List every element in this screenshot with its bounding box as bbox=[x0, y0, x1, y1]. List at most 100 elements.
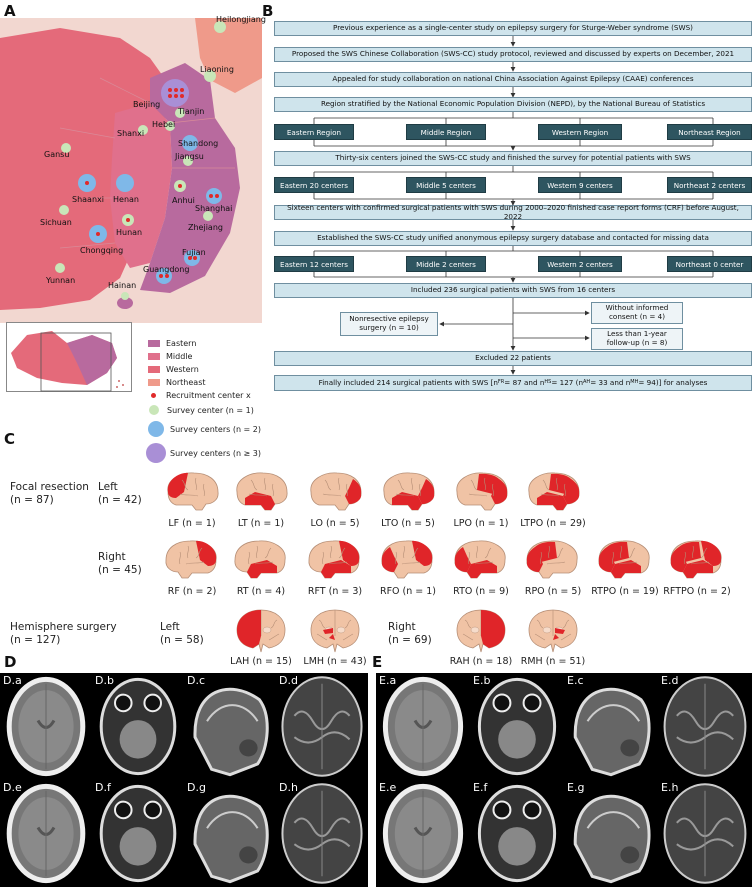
mri-image-d-h: D.h bbox=[276, 780, 368, 887]
brain-caption: LMH (n = 43) bbox=[303, 656, 367, 667]
hemi-right-label: Right(n = 69) bbox=[388, 621, 432, 647]
mri-label: D.a bbox=[3, 674, 22, 687]
city-label: Liaoning bbox=[200, 65, 234, 74]
mri-image-e-a: E.a bbox=[376, 673, 470, 780]
inset-map-graphic bbox=[11, 331, 124, 392]
flow-step-included-236: Included 236 surgical patients with SWS … bbox=[274, 283, 752, 298]
mri-image-d-f: D.f bbox=[92, 780, 184, 887]
mri-image-e-d: E.d bbox=[658, 673, 752, 780]
flow-step-sixteen: Sixteen centers with confirmed surgical … bbox=[274, 204, 752, 220]
brain-caption: LTPO (n = 29) bbox=[520, 518, 586, 529]
city-label: Fujian bbox=[182, 248, 206, 257]
legend-survey3: Survey centers (n ≥ 3) bbox=[146, 440, 288, 466]
brain-rpo: RPO (n = 5) bbox=[518, 538, 588, 597]
brain-rf: RF (n = 2) bbox=[157, 538, 227, 597]
city-label: Heilongjiang bbox=[216, 15, 266, 24]
legend-survey1: Survey center (n = 1) bbox=[148, 402, 288, 418]
flowchart-arrows bbox=[313, 36, 714, 375]
brain-rah: RAH (n = 18) bbox=[446, 606, 516, 667]
survey-markers bbox=[55, 21, 226, 300]
survey-centers-middle: Middle 5 centers bbox=[406, 177, 486, 193]
exclusion-no-consent: Without informed consent (n = 4) bbox=[591, 302, 683, 324]
mri-label: D.e bbox=[3, 781, 22, 794]
mri-label: E.c bbox=[567, 674, 584, 687]
focal-resection-label: Focal resection(n = 87) bbox=[10, 481, 89, 507]
panel-c-letter: C bbox=[4, 430, 16, 448]
brain-caption: RFT (n = 3) bbox=[307, 586, 363, 597]
mri-image-e-e: E.e bbox=[376, 780, 470, 887]
survey-centers-northeast: Northeast 2 centers bbox=[667, 177, 752, 193]
city-label: Yunnan bbox=[46, 276, 76, 285]
brain-lto: LTO (n = 5) bbox=[373, 470, 443, 529]
brain-caption: RTO (n = 9) bbox=[453, 586, 509, 597]
brain-rt: RT (n = 4) bbox=[226, 538, 296, 597]
mri-label: E.d bbox=[661, 674, 679, 687]
region-box-northeast: Northeast Region bbox=[667, 124, 752, 140]
china-map bbox=[0, 18, 262, 323]
flow-step-final-214: Finally included 214 surgical patients w… bbox=[274, 375, 752, 391]
brain-caption: LAH (n = 15) bbox=[230, 656, 292, 667]
brain-caption: RPO (n = 5) bbox=[524, 586, 582, 597]
mri-label: D.b bbox=[95, 674, 114, 687]
survey-centers-eastern: Eastern 20 centers bbox=[274, 177, 354, 193]
legend-recruitment: Recruitment center x bbox=[148, 389, 288, 402]
brain-rftpo: RFTPO (n = 2) bbox=[662, 538, 732, 597]
region-box-eastern: Eastern Region bbox=[274, 124, 354, 140]
mri-image-d-d: D.d bbox=[276, 673, 368, 780]
legend-eastern: Eastern bbox=[148, 337, 288, 350]
city-label: Anhui bbox=[172, 196, 195, 205]
mri-image-e-h: E.h bbox=[658, 780, 752, 887]
city-label: Chongqing bbox=[80, 246, 124, 255]
brain-lmh: LMH (n = 43) bbox=[300, 606, 370, 667]
panel-b-letter: B bbox=[262, 2, 274, 20]
region-box-western: Western Region bbox=[538, 124, 622, 140]
brain-caption: RF (n = 2) bbox=[167, 586, 217, 597]
legend-western: Western bbox=[148, 363, 288, 376]
brain-rmh: RMH (n = 51) bbox=[518, 606, 588, 667]
flow-step-thirty-six: Thirty-six centers joined the SWS-CC stu… bbox=[274, 151, 752, 166]
panel-e-letter: E bbox=[372, 653, 383, 671]
mri-label: D.h bbox=[279, 781, 298, 794]
focal-left-label: Left(n = 42) bbox=[98, 481, 142, 507]
eastern-region bbox=[140, 63, 240, 293]
brain-caption: LPO (n = 1) bbox=[453, 518, 509, 529]
map-legend: Eastern Middle Western Northeast Recruit… bbox=[146, 337, 288, 466]
flow-step-excluded-22: Excluded 22 patients bbox=[274, 351, 752, 366]
panel-a-letter: A bbox=[4, 2, 16, 20]
city-label: Hunan bbox=[116, 228, 143, 237]
brain-lf: LF (n = 1) bbox=[157, 470, 227, 529]
brain-lah: LAH (n = 15) bbox=[226, 606, 296, 667]
brain-caption: RFTPO (n = 2) bbox=[663, 586, 731, 597]
brain-caption: LTO (n = 5) bbox=[381, 518, 435, 529]
region-box-middle: Middle Region bbox=[406, 124, 486, 140]
mri-image-e-c: E.c bbox=[564, 673, 658, 780]
brain-caption: RTPO (n = 19) bbox=[591, 586, 659, 597]
flow-step-proposed: Proposed the SWS Chinese Collaboration (… bbox=[274, 47, 752, 62]
brain-caption: LT (n = 1) bbox=[237, 518, 285, 529]
mri-image-e-g: E.g bbox=[564, 780, 658, 887]
city-label: Shanxi bbox=[117, 129, 145, 138]
survey-centers-western: Western 9 centers bbox=[538, 177, 622, 193]
hemisphere-surgery-label: Hemisphere surgery(n = 127) bbox=[10, 621, 117, 647]
final-centers-middle: Middle 2 centers bbox=[406, 256, 486, 272]
brain-lt: LT (n = 1) bbox=[226, 470, 296, 529]
brain-ltpo: LTPO (n = 29) bbox=[518, 470, 588, 529]
brain-rfo: RFO (n = 1) bbox=[373, 538, 443, 597]
flow-step-appealed: Appealed for study collaboration on nati… bbox=[274, 72, 752, 87]
flowchart-panel: Previous experience as a single-center s… bbox=[262, 0, 752, 400]
brain-caption: RMH (n = 51) bbox=[520, 656, 586, 667]
mri-image-d-b: D.b bbox=[92, 673, 184, 780]
city-label: Tianjin bbox=[178, 107, 205, 116]
brain-caption: RT (n = 4) bbox=[236, 586, 286, 597]
final-centers-eastern: Eastern 12 centers bbox=[274, 256, 354, 272]
city-label: Beijing bbox=[133, 100, 161, 109]
mri-label: D.d bbox=[279, 674, 298, 687]
city-label: Sichuan bbox=[40, 218, 72, 227]
city-label: Shanghai bbox=[195, 204, 233, 213]
mri-image-d-e: D.e bbox=[0, 780, 92, 887]
map-panel: Heilongjiang Liaoning Beijing Tianjin He… bbox=[0, 15, 266, 323]
city-label: Jiangsu bbox=[175, 152, 204, 161]
city-label: Shaanxi bbox=[72, 195, 104, 204]
inset-map bbox=[6, 322, 132, 392]
mri-label: E.b bbox=[473, 674, 491, 687]
